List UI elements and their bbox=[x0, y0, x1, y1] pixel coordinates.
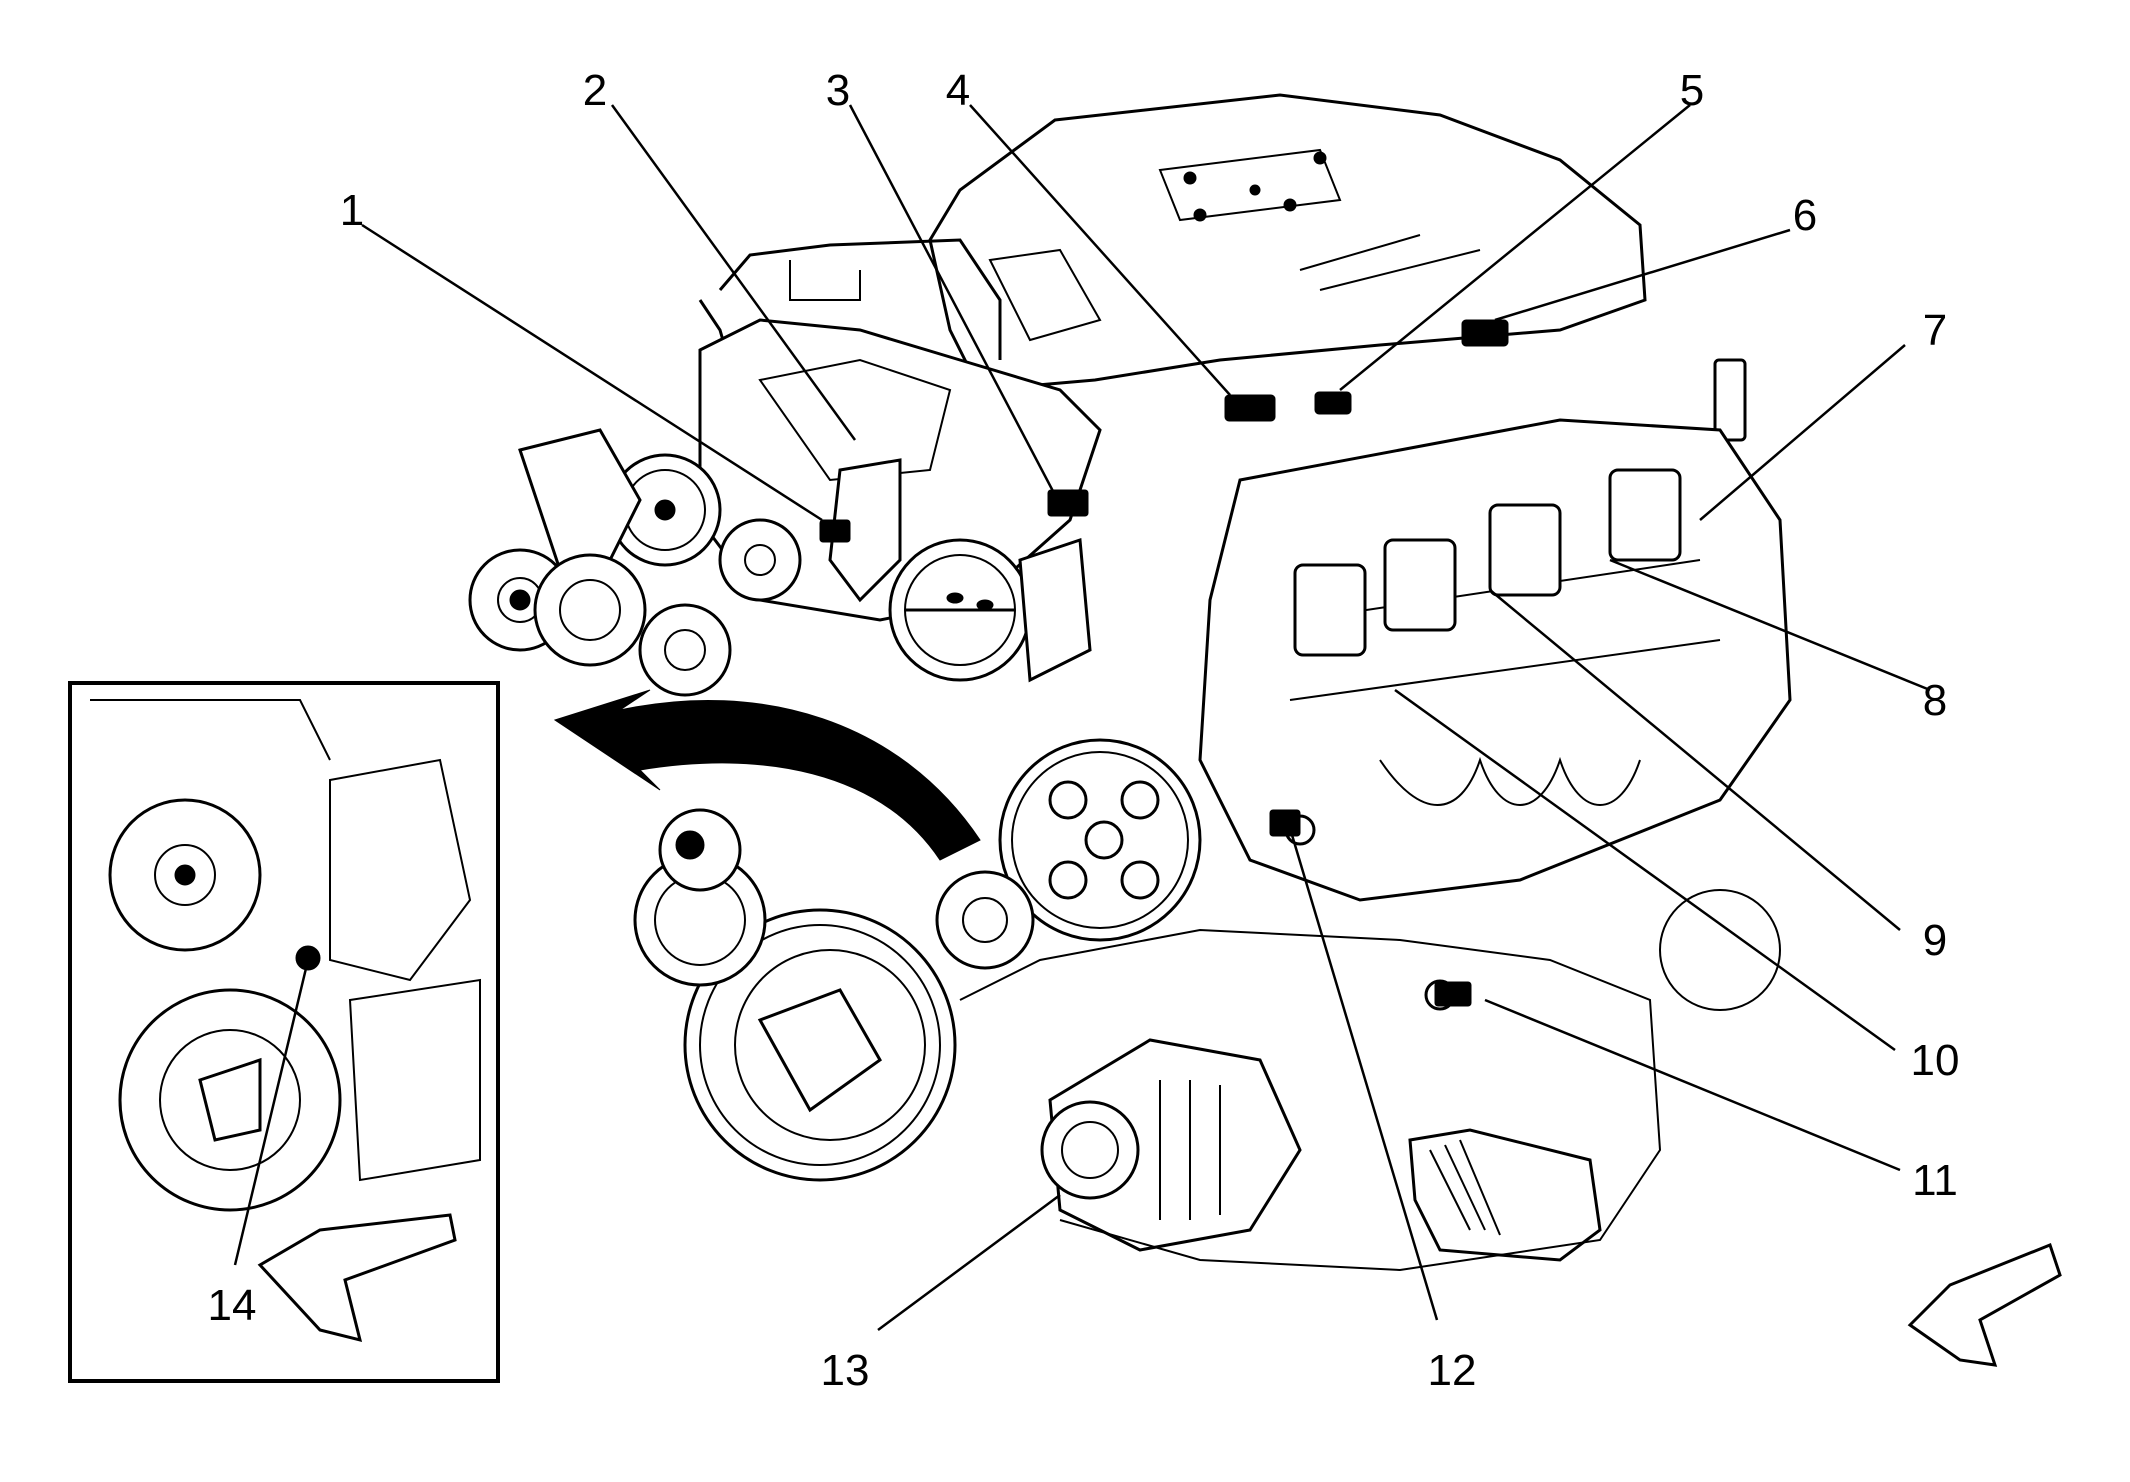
crankshaft-balancer bbox=[633, 853, 957, 1182]
throttle-actuator bbox=[828, 458, 902, 603]
callout-3: 3 bbox=[826, 66, 850, 115]
leader-lines bbox=[233, 104, 1931, 1332]
callout-1: 1 bbox=[340, 186, 364, 235]
rotation-arrow bbox=[553, 689, 981, 861]
fuel-rail-tubing bbox=[718, 238, 1002, 360]
throttle-body bbox=[888, 537, 1092, 683]
engine-cover bbox=[928, 93, 1647, 392]
inset-detail-view bbox=[68, 681, 500, 1383]
right-cylinder-bank bbox=[1198, 418, 1792, 1011]
engine-illustration bbox=[468, 93, 1792, 1272]
water-pump-pulley bbox=[998, 738, 1202, 942]
engine-block-lower bbox=[959, 928, 1662, 1272]
view-direction-arrow-inset bbox=[257, 1213, 457, 1343]
callout-11: 11 bbox=[1912, 1156, 1958, 1205]
accessory-pulleys bbox=[468, 453, 802, 697]
callout-10: 10 bbox=[1911, 1036, 1960, 1085]
callout-8: 8 bbox=[1923, 676, 1947, 725]
callout-6: 6 bbox=[1793, 191, 1817, 240]
callout-12: 12 bbox=[1428, 1346, 1477, 1395]
callout-13: 13 bbox=[821, 1346, 870, 1395]
callout-7: 7 bbox=[1923, 306, 1947, 355]
callout-5: 5 bbox=[1680, 66, 1704, 115]
callout-9: 9 bbox=[1923, 916, 1947, 965]
callout-labels: 1 2 3 4 5 6 7 8 9 10 11 12 13 14 bbox=[208, 66, 1960, 1395]
generator bbox=[1040, 1038, 1302, 1252]
callout-14: 14 bbox=[208, 1281, 257, 1330]
view-direction-arrow-main bbox=[1907, 1243, 2062, 1367]
oil-filter bbox=[1408, 1128, 1602, 1262]
callout-2: 2 bbox=[583, 66, 607, 115]
callout-4: 4 bbox=[946, 66, 970, 115]
